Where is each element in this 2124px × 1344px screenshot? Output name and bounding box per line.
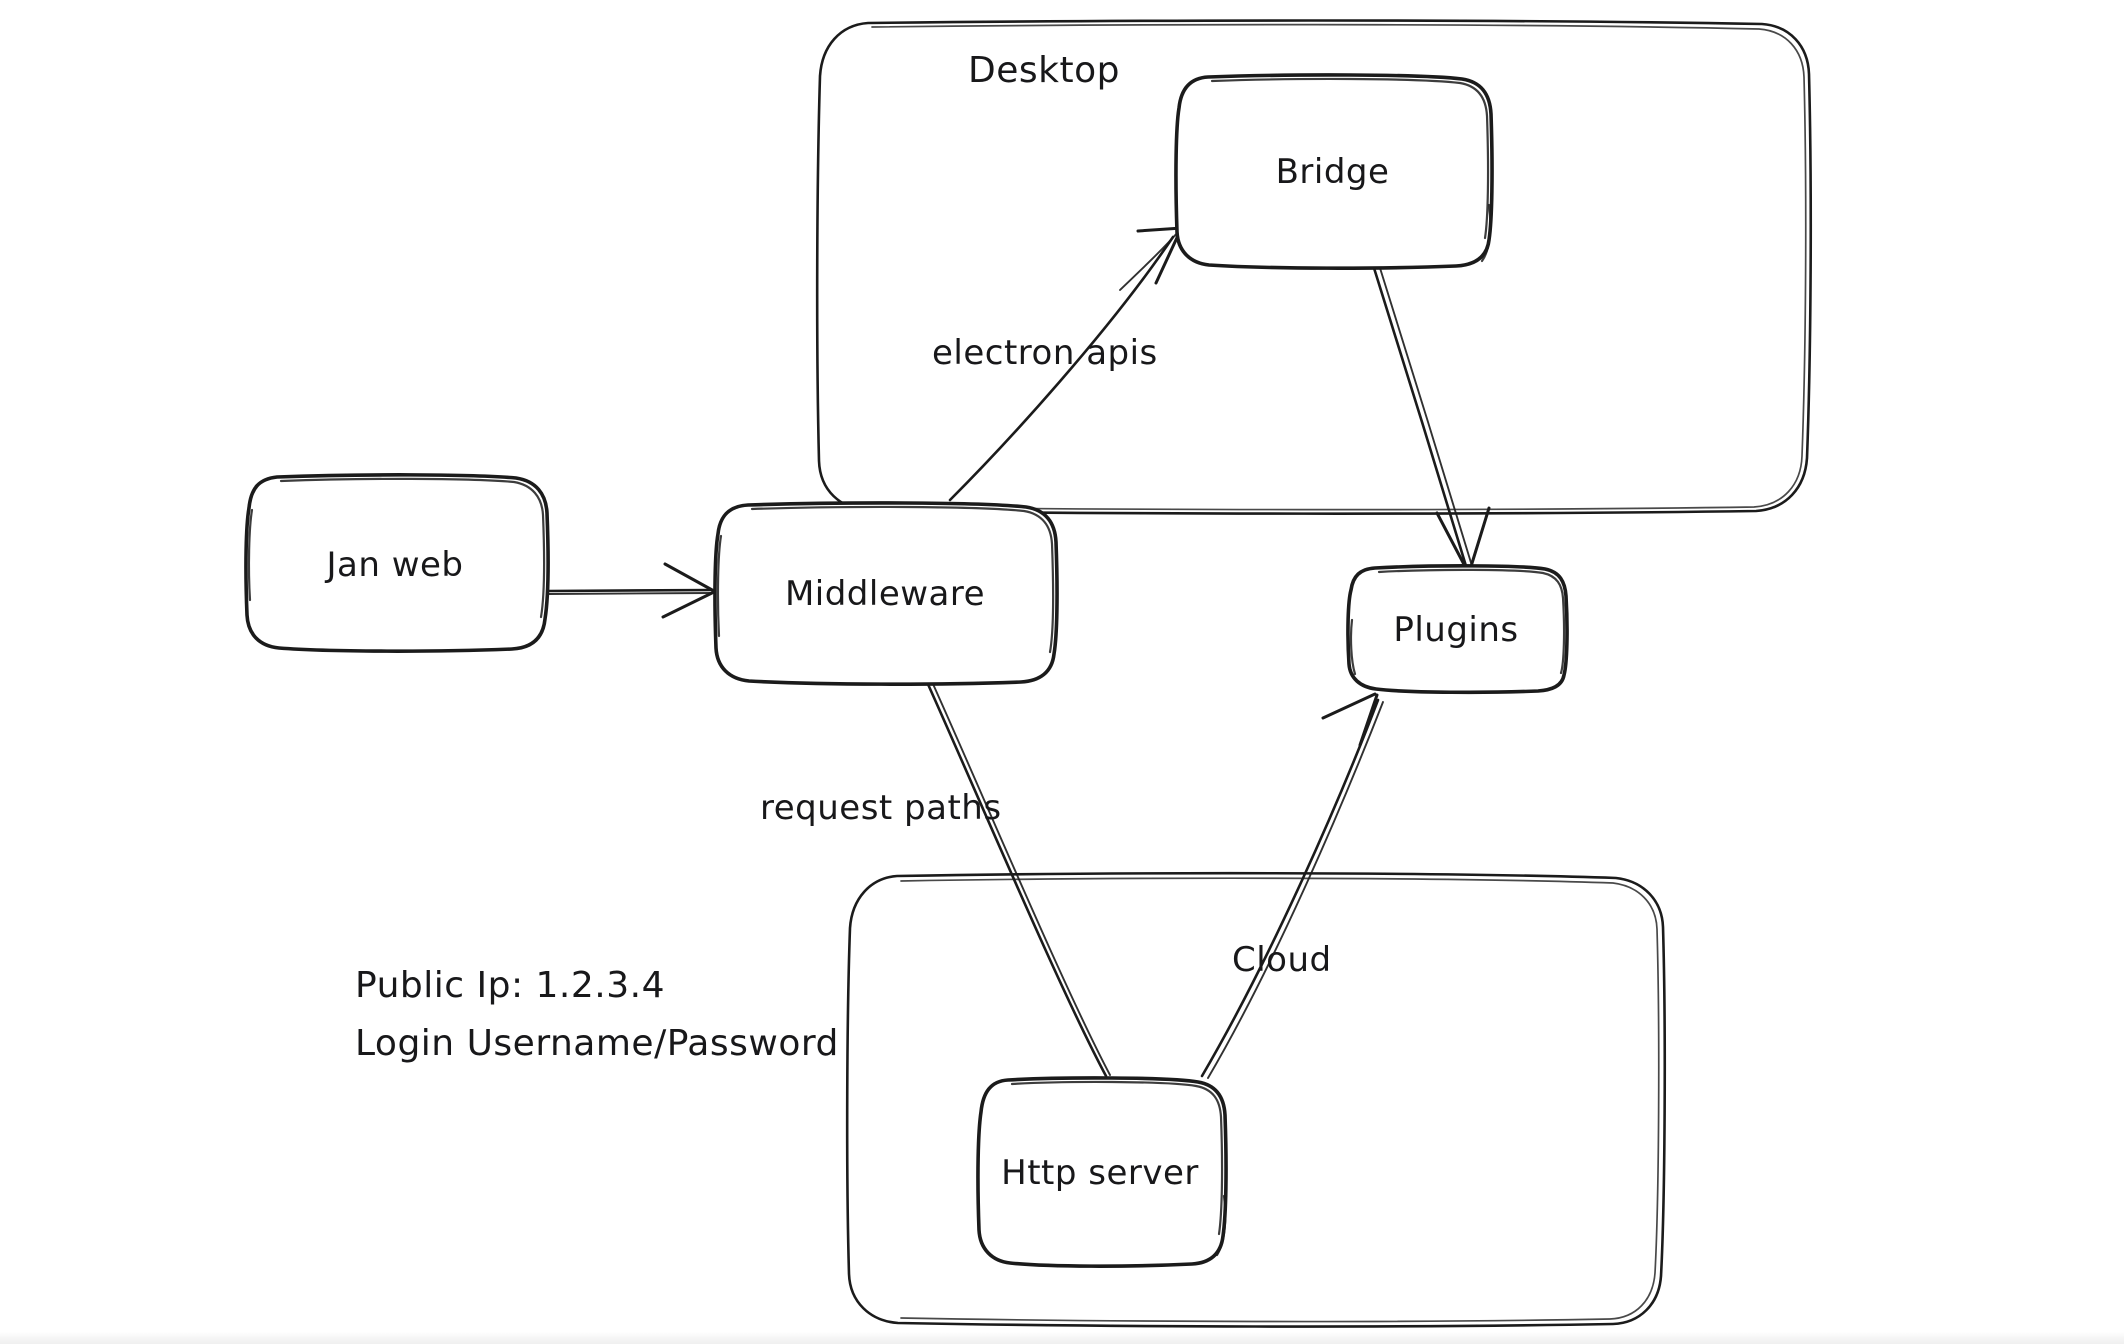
node-label-http-server: Http server xyxy=(1001,1153,1199,1193)
node-jan-web[interactable] xyxy=(244,473,550,653)
edge-label-electron-apis: electron apis xyxy=(932,333,1158,373)
edge-janweb-to-middleware[interactable] xyxy=(546,562,716,619)
notes-block: Public Ip: 1.2.3.4 Login Username/Passwo… xyxy=(355,960,839,1064)
node-label-middleware: Middleware xyxy=(784,574,986,614)
group-label-desktop: Desktop xyxy=(968,50,1120,91)
edge-middleware-to-httpserver[interactable] xyxy=(925,680,1111,1078)
node-bridge[interactable] xyxy=(1174,73,1494,270)
hit-middleware[interactable] xyxy=(715,503,1055,680)
edge-middleware-to-bridge[interactable] xyxy=(948,226,1184,502)
note-public-ip: Public Ip: 1.2.3.4 xyxy=(355,965,665,1006)
hit-http-server[interactable] xyxy=(975,1078,1225,1265)
node-plugins[interactable] xyxy=(1346,564,1569,695)
hit-bridge[interactable] xyxy=(1175,75,1490,265)
bottom-edge-band xyxy=(0,1332,2124,1344)
node-middleware[interactable] xyxy=(713,501,1059,686)
node-label-plugins: Plugins xyxy=(1393,610,1519,650)
node-http-server[interactable] xyxy=(976,1076,1228,1268)
hit-jan-web[interactable] xyxy=(245,475,545,650)
node-label-bridge: Bridge xyxy=(1275,152,1390,192)
edge-label-request-paths: request paths xyxy=(760,788,1002,828)
edge-bridge-to-plugins[interactable] xyxy=(1372,266,1491,575)
node-label-jan-web: Jan web xyxy=(326,545,464,585)
edge-label-cloud: Cloud xyxy=(1232,940,1332,980)
hit-plugins[interactable] xyxy=(1347,566,1565,690)
edge-httpserver-to-plugins[interactable] xyxy=(1200,692,1384,1079)
note-login-credentials: Login Username/Password xyxy=(355,1023,839,1064)
